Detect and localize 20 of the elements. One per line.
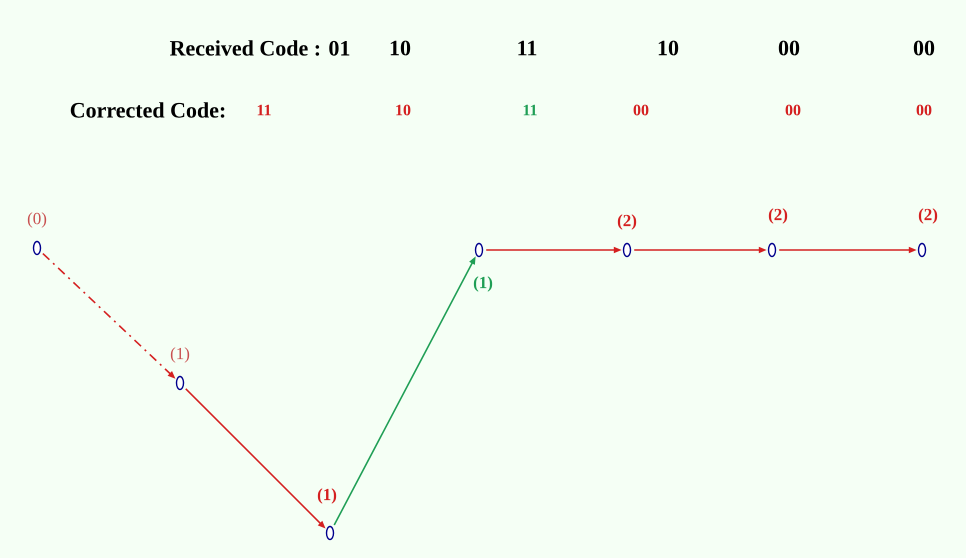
weight-label: (2)	[918, 208, 938, 224]
weight-label: (1)	[318, 488, 336, 504]
code-label: 00	[914, 40, 934, 56]
code-label: 11	[258, 104, 271, 116]
weight-label: (2)	[618, 214, 636, 230]
code-label: 00	[916, 104, 932, 116]
code-label: Received Code : 01	[170, 40, 350, 56]
weight-label: (1)	[170, 347, 190, 363]
code-label: 10	[396, 104, 410, 116]
code-label: 11	[524, 104, 537, 116]
weight-label: (1)	[474, 276, 492, 292]
weight-label: (2)	[768, 208, 788, 224]
code-label: Corrected Code:	[70, 102, 224, 118]
code-label: 10	[390, 40, 410, 56]
code-label: 00	[778, 40, 800, 56]
code-label: 00	[634, 104, 648, 116]
code-label: 00	[786, 104, 800, 116]
weight-label: (0)	[28, 212, 46, 228]
code-label: 10	[658, 40, 678, 56]
code-label: 11	[518, 40, 536, 56]
